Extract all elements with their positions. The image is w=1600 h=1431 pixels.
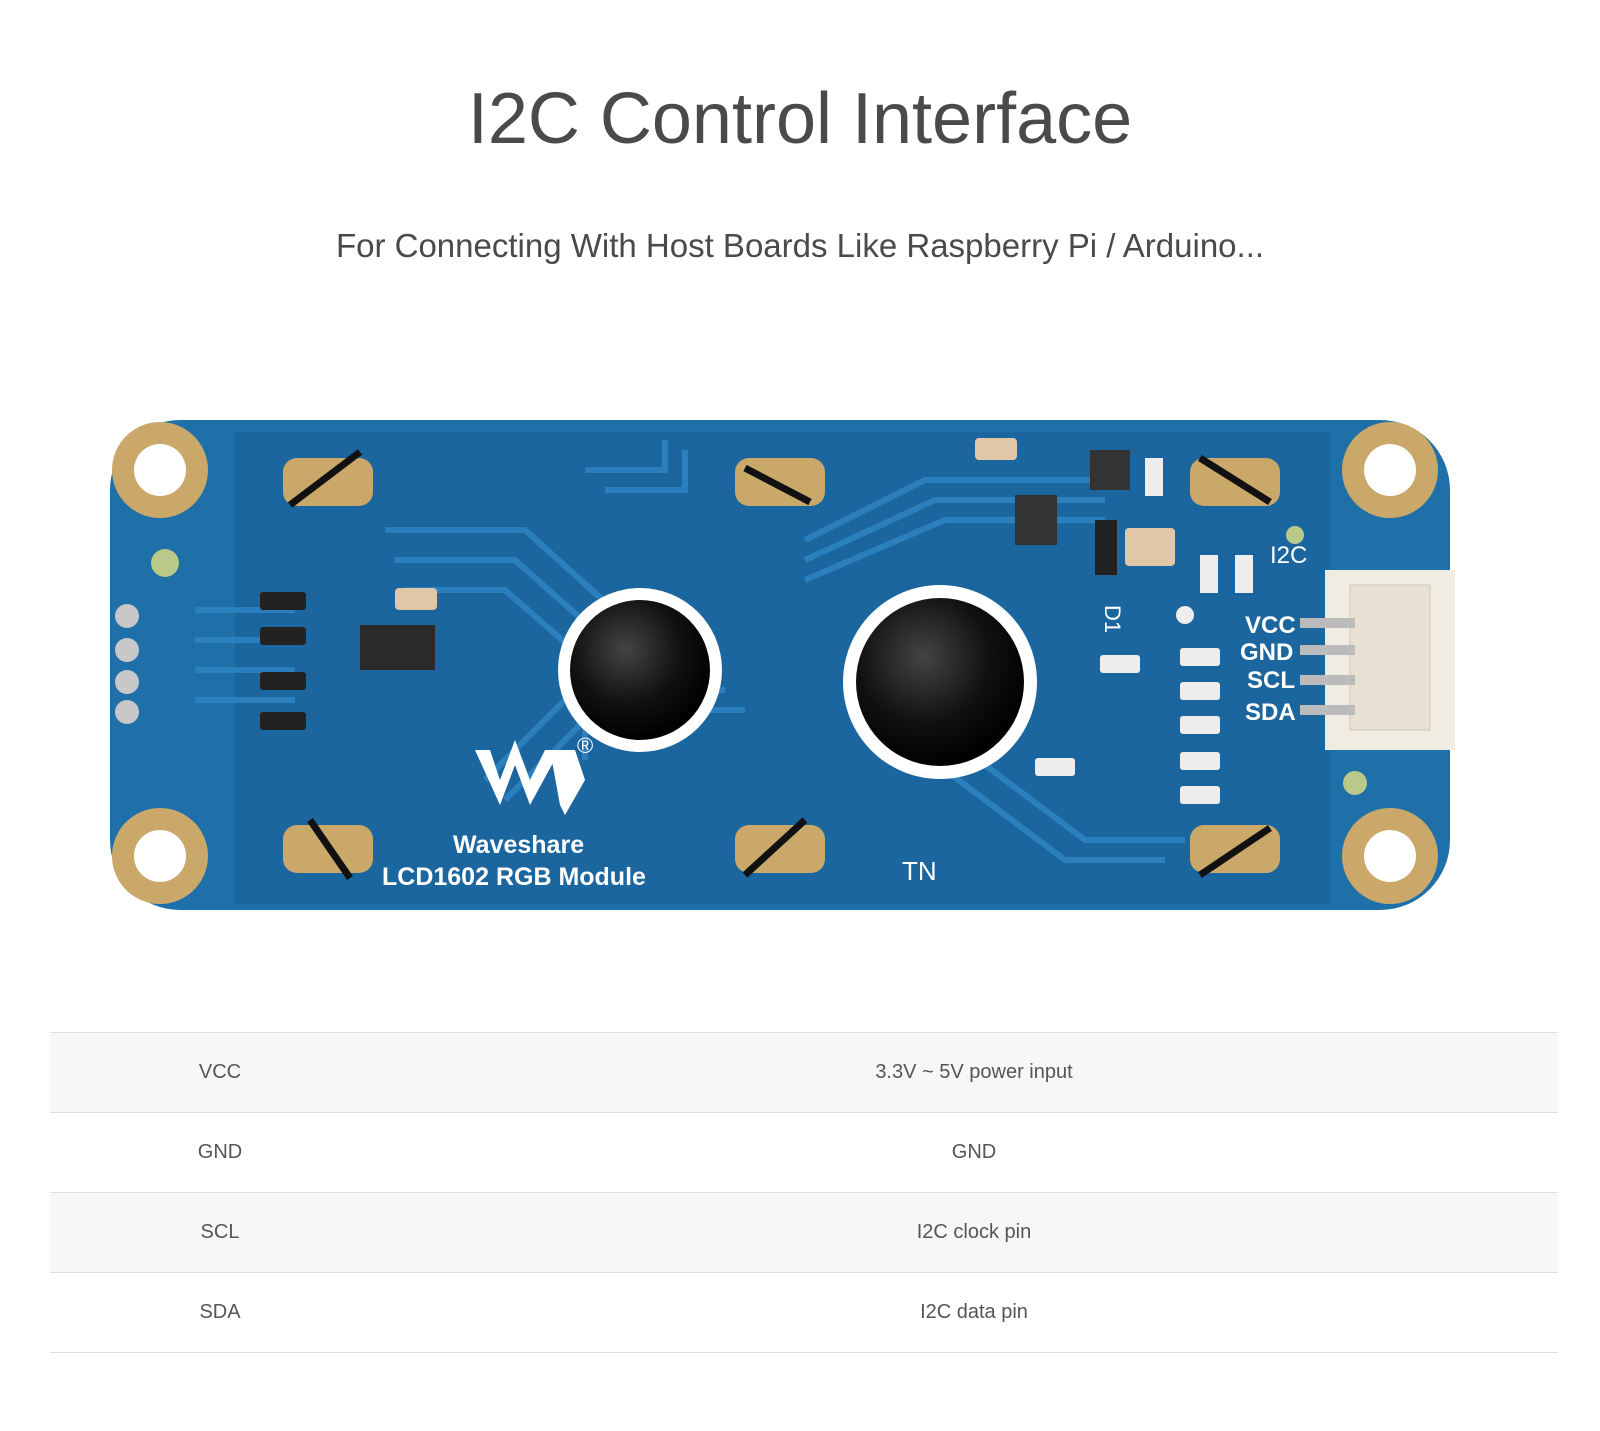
- pin-table: VCC 3.3V ~ 5V power input GND GND SCL I2…: [50, 1032, 1558, 1353]
- table-row: VCC 3.3V ~ 5V power input: [50, 1032, 1558, 1113]
- pin-description-cell: I2C clock pin: [390, 1192, 1558, 1273]
- pin-name-cell: SDA: [50, 1272, 390, 1353]
- trademark-symbol: ®: [577, 733, 593, 758]
- board-brand-label: Waveshare: [453, 831, 584, 859]
- table-row: SCL I2C clock pin: [50, 1192, 1558, 1273]
- page-subtitle: For Connecting With Host Boards Like Ras…: [335, 227, 1265, 264]
- table-row: SDA I2C data pin: [50, 1272, 1558, 1353]
- mounting-holes: [112, 422, 1438, 904]
- pin-name-cell: GND: [50, 1112, 390, 1193]
- potentiometers: [558, 585, 1037, 779]
- smd-components: [260, 438, 1304, 804]
- board-photo: ® Waveshare LCD1602 RGB Module TN I2C D1…: [105, 420, 1505, 940]
- pin-label-sda: SDA: [1245, 699, 1296, 726]
- waveshare-logo: [475, 740, 585, 815]
- pin-description-cell: I2C data pin: [390, 1272, 1558, 1353]
- page-title: I2C Control Interface: [467, 79, 1133, 159]
- pin-label-vcc: VCC: [1245, 612, 1296, 639]
- tn-label: TN: [902, 856, 937, 886]
- connector-label: I2C: [1270, 542, 1307, 569]
- pin-name-cell: VCC: [50, 1032, 390, 1113]
- d1-label: D1: [1100, 605, 1125, 633]
- pin-name-cell: SCL: [50, 1192, 390, 1273]
- i2c-connector: [1300, 570, 1455, 750]
- pin-label-gnd: GND: [1240, 639, 1293, 666]
- table-row: GND GND: [50, 1112, 1558, 1193]
- pin-label-scl: SCL: [1247, 667, 1295, 694]
- lcd-clips: [283, 449, 1280, 880]
- pin-description-cell: 3.3V ~ 5V power input: [390, 1032, 1558, 1113]
- pin-description-cell: GND: [390, 1112, 1558, 1193]
- lcd-module-board: ® Waveshare LCD1602 RGB Module TN I2C D1…: [110, 420, 1455, 910]
- board-model-label: LCD1602 RGB Module: [382, 863, 646, 891]
